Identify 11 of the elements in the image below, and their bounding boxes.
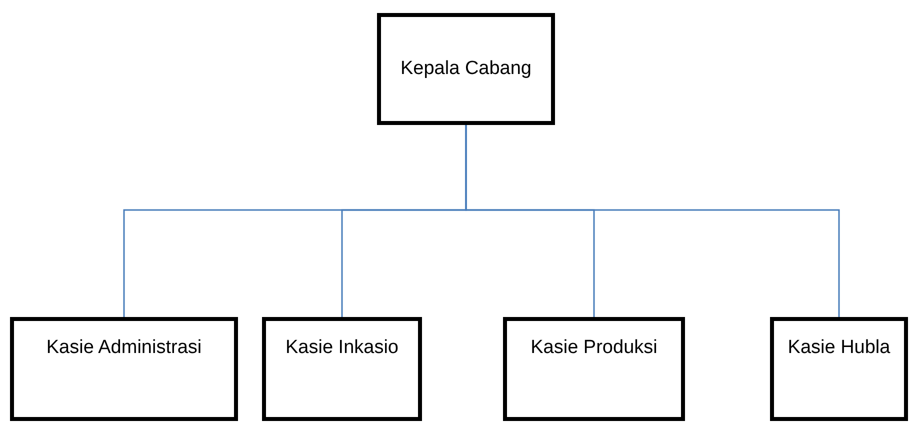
role-title: Kasie Produksi	[530, 336, 658, 360]
org-box	[10, 317, 238, 421]
org-box	[770, 317, 908, 421]
org-box	[503, 317, 685, 421]
connector-line	[465, 125, 840, 317]
role-title: Kasie Hubla	[788, 336, 890, 360]
role-title: Kepala Cabang	[400, 57, 532, 81]
role-title: Kasie Inkasio	[285, 336, 398, 360]
org-box	[377, 13, 555, 125]
role-title: Kasie Administrasi	[46, 336, 202, 360]
org-box	[262, 317, 422, 421]
